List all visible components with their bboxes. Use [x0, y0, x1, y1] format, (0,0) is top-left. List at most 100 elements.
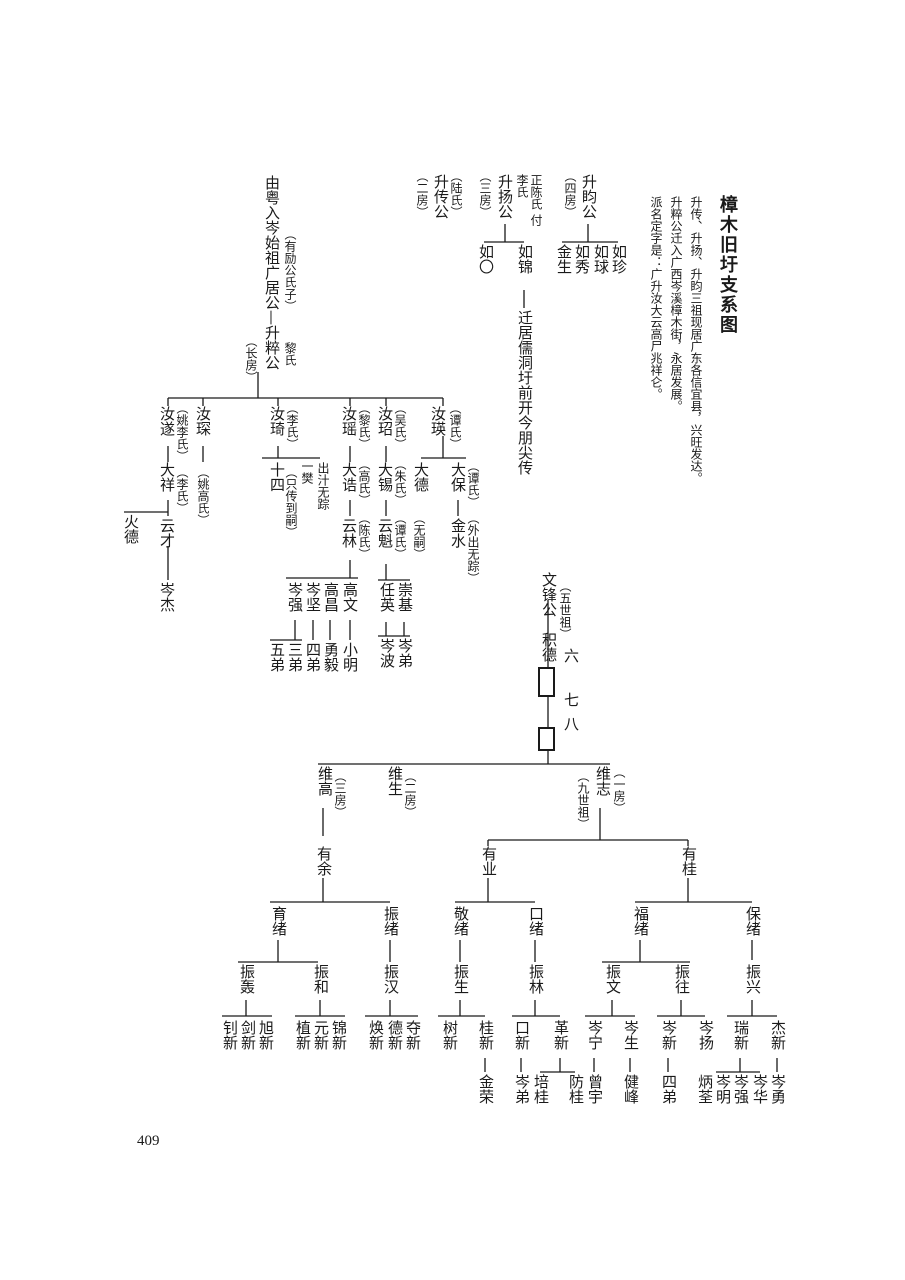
- ruqi-wife: （李氏）: [285, 402, 299, 450]
- cenjian: 岑坚: [304, 582, 322, 612]
- shengchuan-note: （二房）: [415, 170, 429, 218]
- ruyao-wife: （黎氏）: [357, 402, 371, 450]
- zhensheng: 振生: [452, 964, 470, 994]
- zhenwang: 振往: [673, 964, 691, 994]
- shengming-son-2: 如球: [592, 244, 610, 274]
- yuncai: 云才: [158, 518, 176, 548]
- page-number: 409: [137, 1133, 160, 1149]
- ruying-name: 汝瑛: [429, 406, 447, 436]
- shengming-name: 升盷公: [580, 174, 598, 219]
- cenning: 岑宁: [586, 1020, 604, 1050]
- shengming-son-1: 如珍: [610, 244, 628, 274]
- jinrong: 金荣: [477, 1074, 495, 1104]
- daxiang-name: 大祥: [158, 462, 176, 492]
- shuxin: 树新: [441, 1020, 459, 1050]
- dexin: 德新: [386, 1020, 404, 1050]
- zhaoxin: 钊新: [221, 1020, 239, 1050]
- baoxu: 保绪: [744, 906, 762, 936]
- cenxin: 岑新: [660, 1020, 678, 1050]
- ruying-wife: （谭氏）: [448, 402, 462, 450]
- jiexin: 杰新: [769, 1020, 787, 1050]
- yunkui-name: 云魁: [376, 518, 394, 548]
- shengming-son-3: 如秀: [573, 244, 591, 274]
- cenjie: 岑杰: [158, 582, 176, 612]
- zhenxu: 振绪: [382, 906, 400, 936]
- dagao-wife: （高氏）: [357, 458, 371, 506]
- jianxin: 剑新: [239, 1020, 257, 1050]
- jinxin: 锦新: [330, 1020, 348, 1050]
- youyu: 有余: [315, 846, 333, 876]
- ruchen-wife: （姚高氏）: [196, 466, 210, 526]
- shengyang-note: （三房）: [478, 170, 492, 218]
- yuanxin: 元新: [312, 1020, 330, 1050]
- yougui: 有桂: [680, 846, 698, 876]
- weigao-name: 维高: [316, 766, 334, 796]
- renying: 任英: [378, 582, 396, 612]
- ruchen-name: 汝琛: [194, 406, 212, 436]
- daxi-name: 大锡: [376, 462, 394, 492]
- rusui-name: 汝遂: [158, 406, 176, 436]
- yunlin-name: 云林: [340, 518, 358, 548]
- zhengong: 振轰: [238, 964, 256, 994]
- sidi: 四弟: [660, 1074, 678, 1104]
- ruzhao-name: 汝玿: [376, 406, 394, 436]
- cendi: 岑弟: [513, 1074, 531, 1104]
- note-line-3: 派名定字是：广升汝大云高尸兆祥仑。: [649, 196, 663, 400]
- root-name: 文锋公—积德: [540, 572, 558, 662]
- zhenhe: 振和: [312, 964, 330, 994]
- jinshui-note: （外出无踪）: [466, 512, 480, 584]
- origin-line: 由粤入岑始祖广居公—升粹公: [263, 175, 281, 370]
- kouxu: 口绪: [527, 906, 545, 936]
- shengming-son-4: 金生: [555, 244, 573, 274]
- weizhi-note-2: （九世祖）: [576, 770, 590, 830]
- zhenhan: 振汉: [382, 964, 400, 994]
- huode: 火德: [122, 514, 140, 544]
- censheng: 岑生: [622, 1020, 640, 1050]
- dabao-wife: （谭氏）: [466, 460, 480, 508]
- cenyong: 岑勇: [769, 1074, 787, 1104]
- gaochang: 高昌: [322, 582, 340, 612]
- shisi-note: （只传到嗣）: [284, 466, 298, 538]
- note-line-1: 升传、升扬、升盷三祖现居广东各信宜县，兴旺发达。: [689, 196, 703, 484]
- jianfeng: 健峰: [622, 1074, 640, 1104]
- ruixin: 瑞新: [732, 1020, 750, 1050]
- weizhi-name: 维志: [594, 766, 612, 796]
- duoxin: 夺新: [404, 1020, 422, 1050]
- shengchuan-wife: （陆氏）: [449, 170, 463, 218]
- cenqiang: 岑强: [732, 1074, 750, 1104]
- note-line-2: 升粹公迁入广西岑溪樟木街，永居发展。: [669, 196, 683, 412]
- cenming: 岑明: [714, 1074, 732, 1104]
- renying-son: 岑波: [378, 638, 396, 668]
- chongji: 崇基: [396, 582, 414, 612]
- ruyao-name: 汝瑶: [340, 406, 358, 436]
- shengchuan-name: 升传公: [432, 174, 450, 219]
- zhenxing: 振兴: [744, 964, 762, 994]
- yongyi: 勇毅: [322, 642, 340, 672]
- shisi: 十四: [268, 462, 286, 492]
- yunlin-wife: （陈氏）: [357, 512, 371, 560]
- xiaoming: 小明: [341, 642, 359, 672]
- root-note: （五世祖）: [558, 580, 572, 640]
- jingxu: 敬绪: [452, 906, 470, 936]
- jinshui: 金水: [449, 518, 467, 548]
- cenyang: 岑扬: [697, 1020, 715, 1050]
- ruqi-name: 汝琦: [268, 406, 286, 436]
- zhenxin: 植新: [294, 1020, 312, 1050]
- shengcui-note: （长房）: [244, 335, 258, 383]
- zhenlin: 振林: [527, 964, 545, 994]
- gaowen: 高文: [341, 582, 359, 612]
- yuxu: 育绪: [270, 906, 288, 936]
- weizhi-note: （一房）: [612, 766, 626, 814]
- gexin: 革新: [552, 1020, 570, 1050]
- shisi-note-2: 出汁无踪: [316, 462, 330, 510]
- chart-title: 樟木旧圩支系图: [717, 195, 738, 335]
- cenhua: 岑华: [751, 1074, 769, 1104]
- daxi-wife: （朱氏）: [393, 458, 407, 506]
- dabao-name: 大保: [449, 462, 467, 492]
- shisi-note-3: 一樊: [300, 460, 314, 484]
- shengcui-wife: 黎氏: [283, 342, 297, 366]
- shengming-note: （四房）: [563, 170, 577, 218]
- origin-wife: （有励公氏子）: [283, 228, 297, 312]
- cenqiang-top: 岑强: [286, 582, 304, 612]
